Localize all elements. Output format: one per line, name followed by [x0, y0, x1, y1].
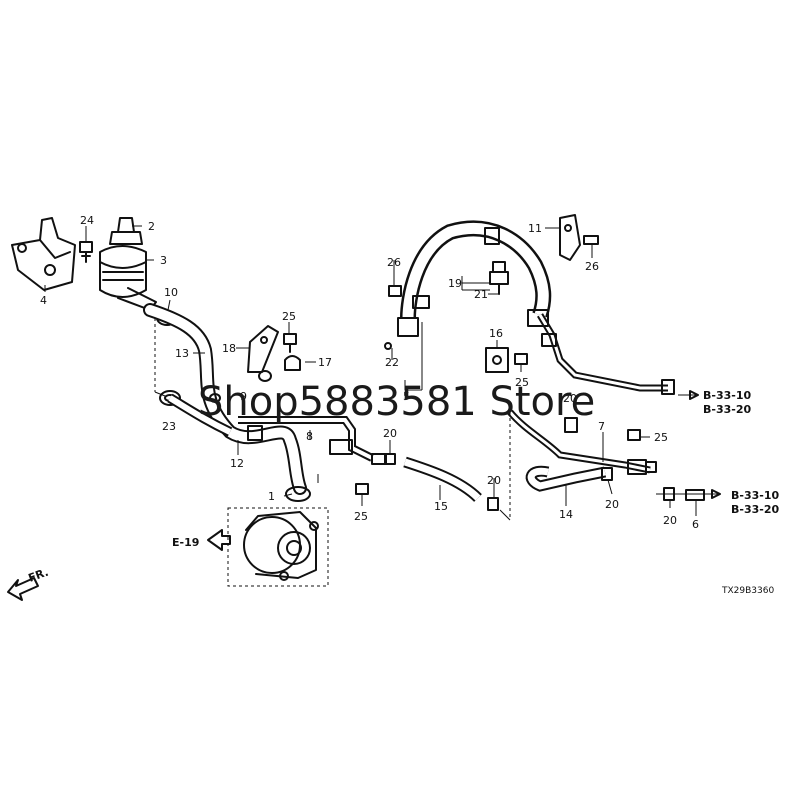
callout-6: 6: [692, 518, 699, 531]
power-steering-pump: [227, 507, 329, 587]
callout-5: 5: [403, 390, 410, 403]
bracket-part: [11, 217, 76, 291]
store-watermark: Shop5883581 Store: [198, 379, 595, 425]
callout-7: 7: [598, 420, 605, 433]
callout-20-b: 20: [487, 474, 501, 487]
callout-15: 15: [434, 500, 448, 513]
hose-13-12: [143, 303, 307, 495]
reference-labels: B-33-10 B-33-20 B-33-10 B-33-20 E-19 FR.…: [27, 389, 780, 596]
bolt-24: [79, 241, 93, 263]
callout-18: 18: [222, 342, 236, 355]
callout-2: 2: [148, 220, 155, 233]
callout-13: 13: [175, 347, 189, 360]
bracket-16: [485, 347, 509, 373]
callout-23: 23: [162, 420, 176, 433]
callout-17: 17: [318, 356, 332, 369]
callout-25-d: 25: [654, 431, 668, 444]
callout-21: 21: [474, 288, 488, 301]
callout-9: 9: [240, 390, 247, 403]
callout-25-a: 25: [282, 310, 296, 323]
callout-20-a: 20: [383, 427, 397, 440]
pressure-switch: [489, 261, 509, 295]
callout-3: 3: [160, 254, 167, 267]
callout-12: 12: [230, 457, 244, 470]
callout-20-c: 20: [605, 498, 619, 511]
bracket-18: [247, 325, 279, 373]
callout-19: 19: [448, 277, 462, 290]
callout-24: 24: [80, 214, 94, 227]
diagram-code: TX29B3360: [721, 586, 774, 596]
hose-15: [403, 456, 482, 503]
callout-11: 11: [528, 222, 542, 235]
ref-b3310-upper: B-33-10: [703, 389, 751, 402]
callout-20-e: 20: [563, 392, 577, 405]
callout-4: 4: [40, 294, 47, 307]
callout-25-b: 25: [354, 510, 368, 523]
hose-5: [397, 220, 552, 337]
ref-b3320-upper: B-33-20: [703, 403, 751, 416]
pressure-pipe: [527, 309, 675, 395]
ref-e19: E-19: [172, 536, 199, 549]
clip-17: [284, 355, 301, 371]
return-pipe-7: [507, 409, 657, 475]
ref-b3320-lower: B-33-20: [731, 503, 779, 516]
callout-10: 10: [164, 286, 178, 299]
front-arrow: [7, 577, 39, 601]
callout-8: 8: [306, 430, 313, 443]
ref-arrows: [207, 390, 721, 551]
callout-16: 16: [489, 327, 503, 340]
callout-1: 1: [268, 490, 275, 503]
bolt-25-upper: [283, 333, 297, 353]
ref-b3310-lower: B-33-10: [731, 489, 779, 502]
front-label: FR.: [27, 566, 51, 585]
callout-22: 22: [385, 356, 399, 369]
leader-lines: [44, 225, 718, 521]
callout-26-a: 26: [387, 256, 401, 269]
callout-20-d: 20: [663, 514, 677, 527]
callout-labels: 1 2 3 4 5 6 7 8 9 10 11 12 13 14 15 16 1…: [40, 214, 699, 531]
hose-14: [525, 465, 607, 492]
callout-26-b: 26: [585, 260, 599, 273]
callout-14: 14: [559, 508, 573, 521]
callout-25-c: 25: [515, 376, 529, 389]
bracket-11: [559, 214, 599, 261]
